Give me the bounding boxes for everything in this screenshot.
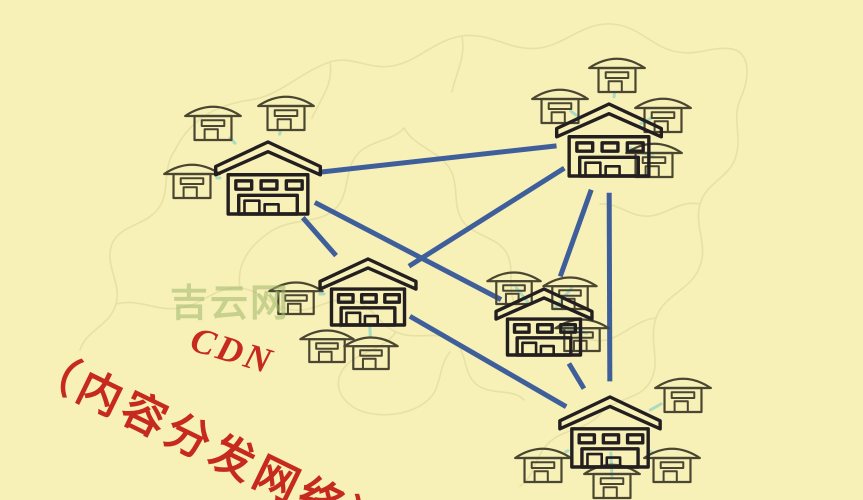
map-path xyxy=(599,202,701,217)
client-house[interactable] xyxy=(634,97,692,134)
backbone-link xyxy=(408,314,568,409)
edge-link xyxy=(368,324,372,338)
map-path xyxy=(337,331,451,416)
edge-node-warehouse[interactable] xyxy=(213,140,323,216)
backbone-link xyxy=(606,192,613,382)
client-house[interactable] xyxy=(514,447,572,484)
map-path xyxy=(599,49,748,415)
backbone-link xyxy=(557,188,594,278)
edge-node-warehouse[interactable] xyxy=(554,102,664,178)
client-house[interactable] xyxy=(343,336,399,371)
client-house[interactable] xyxy=(625,142,683,179)
edge-node-warehouse[interactable] xyxy=(318,257,418,327)
client-house[interactable] xyxy=(654,377,712,414)
edge-node-warehouse[interactable] xyxy=(494,287,594,357)
edge-link xyxy=(278,130,282,136)
client-house[interactable] xyxy=(643,447,701,484)
backbone-link xyxy=(566,362,587,390)
map-path xyxy=(403,127,517,307)
backbone-link xyxy=(320,143,557,175)
client-house[interactable] xyxy=(588,57,646,94)
client-house[interactable] xyxy=(163,163,221,200)
edge-link xyxy=(648,402,663,412)
client-house[interactable] xyxy=(184,105,242,142)
backbone-link xyxy=(407,166,566,269)
map-path xyxy=(79,149,176,351)
client-house[interactable] xyxy=(268,281,324,316)
backbone-link xyxy=(300,216,338,258)
client-house[interactable] xyxy=(257,95,315,132)
edge-link xyxy=(564,449,570,454)
client-house[interactable] xyxy=(486,271,542,306)
client-house[interactable] xyxy=(531,88,589,125)
map-path xyxy=(451,35,464,93)
edge-node-warehouse[interactable] xyxy=(558,395,662,469)
map-path xyxy=(519,413,601,487)
backbone-link xyxy=(313,200,503,302)
map-path xyxy=(311,61,332,119)
client-house[interactable] xyxy=(583,463,641,500)
client-house[interactable] xyxy=(299,329,355,364)
